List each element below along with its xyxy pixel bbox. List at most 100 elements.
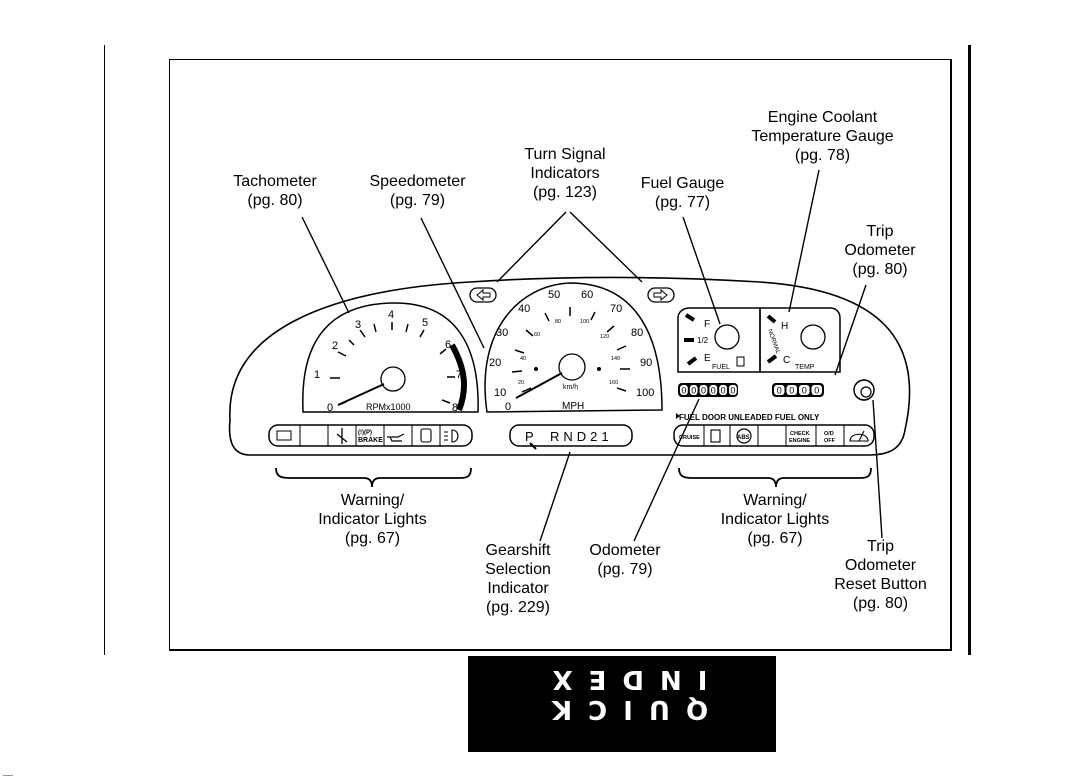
tach-number: 6 (445, 339, 451, 351)
gearshift-leader (539, 451, 571, 542)
speedometer-hub (558, 353, 586, 381)
speedometer-leader (420, 217, 485, 349)
odometer-cell (680, 385, 688, 395)
quick-index-tab[interactable]: QUICK INDEX (468, 656, 776, 752)
callout-tachometer: Tachometer(pg. 80) (233, 173, 317, 209)
trip-odometer-cell (811, 385, 822, 395)
kmh-number: 160 (609, 380, 618, 386)
temp-mark-cold: C (783, 355, 790, 366)
tach-number: 0 (327, 402, 333, 414)
page-rule-left (104, 45, 105, 655)
oil-can-icon (387, 433, 405, 442)
fuel-door-note: FUEL DOOR UNLEADED FUEL ONLY (679, 413, 820, 422)
airbag-icon (420, 428, 432, 443)
mph-number: 100 (636, 387, 654, 399)
mph-number: 40 (518, 303, 530, 315)
odometer-cell (689, 385, 698, 395)
brake-top-label: (!)(P) (358, 430, 372, 436)
odometer-cell (719, 385, 727, 395)
mph-number: 30 (496, 327, 508, 339)
mph-number: 10 (494, 387, 506, 399)
temp-normal-label: NORMAL (766, 329, 781, 356)
check-engine-bottom: ENGINE (789, 438, 810, 444)
right-lamp-dividers (703, 425, 845, 446)
tachometer-hub (380, 366, 406, 392)
trip-odometer-cell (774, 385, 785, 395)
odometer-digit: 0 (701, 386, 706, 396)
leader-lines (301, 169, 883, 542)
odometer-digit: 0 (721, 386, 726, 396)
speedometer-face (484, 282, 663, 413)
trip-odometer-digit: 0 (802, 386, 807, 396)
od-off-bottom: OFF (824, 438, 836, 444)
callout-warning-right: Warning/Indicator Lights(pg. 67) (720, 492, 830, 547)
kmh-number: 120 (600, 334, 609, 340)
fuel-gauge-hub (714, 324, 740, 350)
speedometer-kmh-numbers: 20 40 60 80 100 120 140 160 (518, 319, 620, 386)
callout-warning-left: Warning/Indicator Lights(pg. 67) (318, 492, 427, 547)
fuel-mark-full: F (704, 319, 710, 330)
fuel-pump-icon (736, 356, 745, 367)
kmh-number: 140 (611, 356, 620, 362)
fuel-gauge-ticks (684, 313, 698, 366)
kmh-number: 20 (518, 380, 524, 386)
tach-number: 7 (456, 369, 462, 381)
mph-number: 60 (581, 289, 593, 301)
fuel-mark-empty: E (704, 353, 711, 364)
check-engine-top: CHECK (790, 431, 810, 437)
tach-number: 2 (332, 340, 338, 352)
left-turn-signal (469, 287, 497, 303)
gear-park: P (525, 429, 534, 444)
left-lamp-dividers (299, 425, 441, 446)
fuel-gauge-face (677, 307, 761, 373)
odometer-cell (709, 385, 718, 395)
trip-reset-leader (872, 399, 883, 539)
mph-number: 70 (610, 303, 622, 315)
tachometer-ticks (330, 322, 455, 406)
trip-odometer-leader (834, 284, 867, 376)
brake-label: BRAKE (358, 437, 383, 444)
mph-unit: MPH (562, 401, 584, 412)
page-rule-right (968, 45, 971, 655)
gear-positions: RND21 (550, 429, 613, 444)
odometer-cell (729, 385, 737, 395)
turn-signal-leader-left (496, 211, 567, 283)
kmh-number: 80 (555, 319, 561, 325)
mph-number: 90 (640, 357, 652, 369)
odometer-leader (633, 398, 700, 542)
fuel-gauge-marks: F 1/2 E FUEL (697, 319, 730, 371)
tach-number: 4 (388, 309, 394, 321)
temp-label: TEMP (795, 364, 815, 371)
temp-gauge-face (759, 307, 841, 373)
fuel-gauge-leader (682, 216, 721, 325)
warning-lamp-strip-right (673, 424, 875, 447)
cluster-housing (228, 276, 911, 456)
tach-number: 8 (452, 402, 458, 414)
mph-number: 0 (505, 401, 511, 413)
kmh-number: 40 (520, 356, 526, 362)
speedometer-needle (515, 372, 563, 399)
trip-odometer-cell (786, 385, 797, 395)
temp-mark-hot: H (781, 321, 788, 332)
fuel-label: FUEL (712, 364, 730, 371)
temp-gauge-hub (800, 324, 826, 350)
od-off-top: O/D (824, 431, 834, 437)
tach-number: 5 (422, 317, 428, 329)
gear-indicator-strip (509, 424, 633, 447)
trip-odometer-cell (799, 385, 810, 395)
tachometer-face (302, 302, 479, 413)
tachometer-redline (449, 343, 467, 412)
kmh-number: 60 (534, 332, 540, 338)
trip-odometer-digit: 0 (814, 386, 819, 396)
coolant-leader (788, 169, 820, 313)
battery-icon (276, 430, 292, 441)
temp-gauge-ticks (766, 314, 778, 364)
figure-frame (169, 59, 952, 651)
headlamp-icon (444, 429, 459, 443)
